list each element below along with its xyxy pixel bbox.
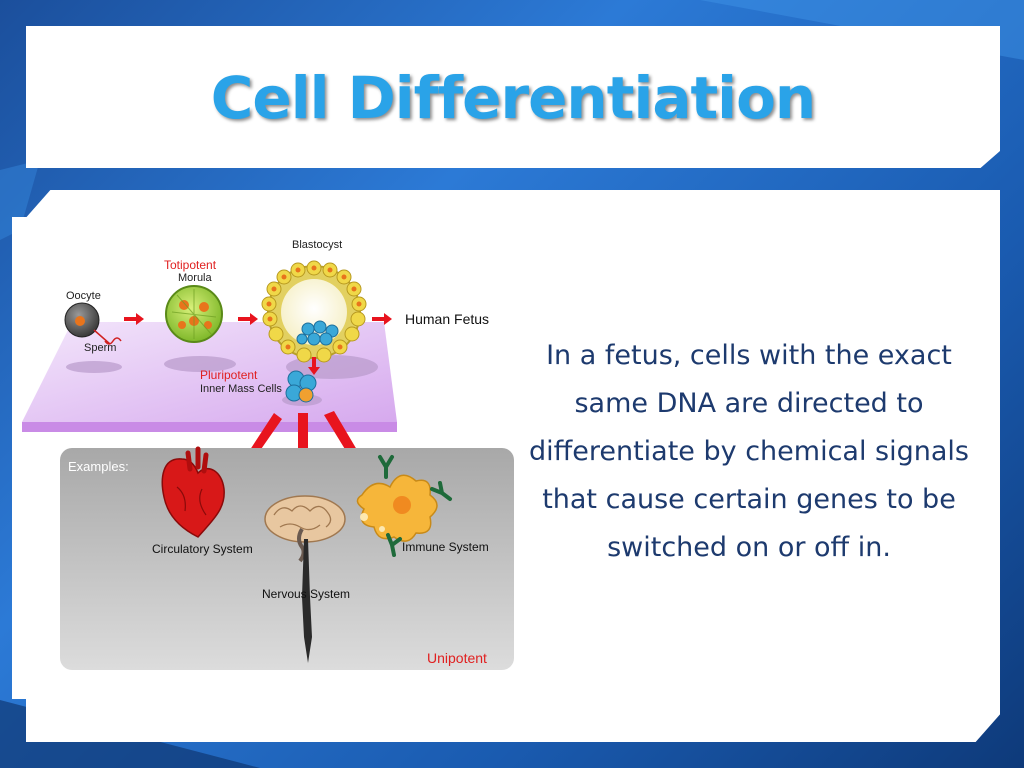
- circulatory-system-label: Circulatory System: [152, 542, 253, 556]
- morula-label: Morula: [178, 272, 213, 284]
- immune-system-label: Immune System: [402, 540, 489, 554]
- title-panel: Cell Differentiation: [26, 26, 1000, 168]
- examples-box: [60, 448, 514, 670]
- pluripotent-label: Pluripotent: [200, 368, 258, 382]
- immune-cell-icon: [356, 474, 438, 542]
- morula-cell: [165, 285, 223, 343]
- cell-differentiation-figure: Oocyte Sperm Totipotent Morula: [12, 217, 524, 699]
- development-arrows: [124, 313, 392, 325]
- heart-icon: [161, 446, 225, 538]
- slide-title: Cell Differentiation: [210, 64, 816, 132]
- spinal-cord-icon: [302, 539, 312, 663]
- human-fetus-label: Human Fetus: [405, 311, 489, 327]
- slide-body-text: In a fetus, cells with the exact same DN…: [529, 340, 969, 563]
- down-arrow-small: [308, 357, 320, 375]
- inner-mass-cells: [285, 370, 317, 403]
- oocyte-cell: [64, 302, 122, 345]
- totipotent-label: Totipotent: [164, 258, 217, 272]
- blastocyst-label: Blastocyst: [292, 239, 342, 251]
- oocyte-label: Oocyte: [66, 290, 101, 302]
- blastocyst-cell: [261, 260, 367, 363]
- examples-label: Examples:: [68, 459, 129, 474]
- antibody-icons: [378, 455, 452, 557]
- inner-mass-cells-label: Inner Mass Cells: [200, 383, 282, 395]
- unipotent-label: Unipotent: [427, 650, 487, 666]
- nervous-system-label: Nervous System: [262, 587, 350, 601]
- sperm-label: Sperm: [84, 342, 116, 354]
